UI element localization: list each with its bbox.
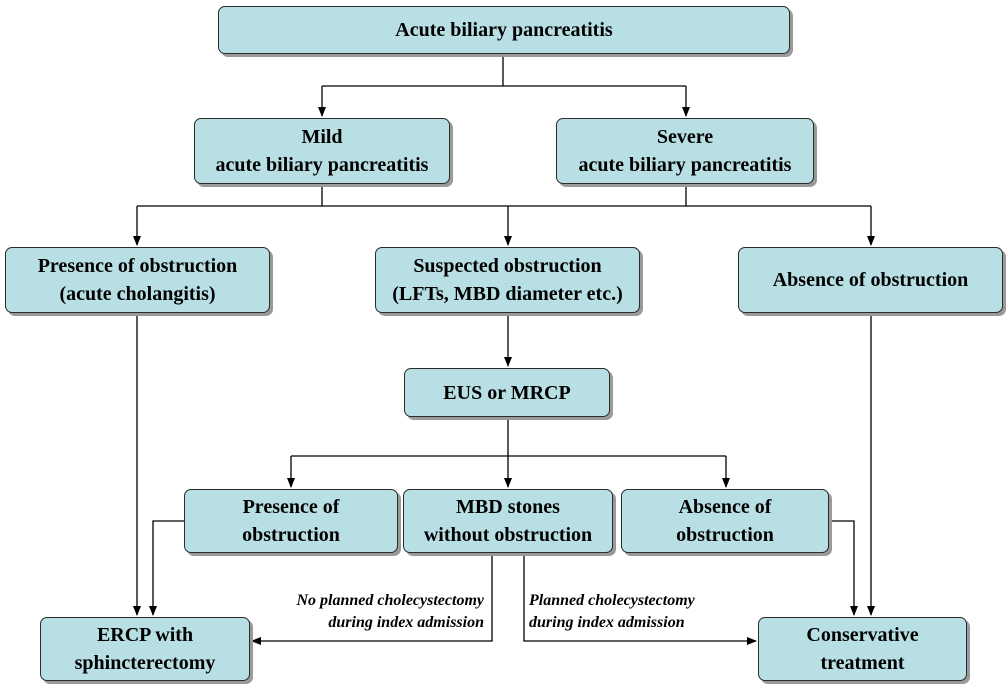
edge-root-split xyxy=(322,55,686,87)
node-line: MBD stones xyxy=(456,496,560,518)
edge-absence2-to-conservative xyxy=(829,520,858,616)
node-line: Suspected obstruction xyxy=(413,255,602,277)
node-line: acute biliary pancreatitis xyxy=(578,154,792,176)
node-line: Absence of xyxy=(678,496,772,518)
node-conservative-treatment: Conservative treatment xyxy=(758,617,967,681)
node-line: Acute biliary pancreatitis xyxy=(395,19,613,41)
node-line: (LFTs, MBD diameter etc.) xyxy=(392,283,623,305)
edge-severity-merge xyxy=(137,184,871,207)
node-line: Presence of xyxy=(242,496,340,518)
edge-mbd-no-planned-to-ercp xyxy=(251,553,493,645)
node-line: obstruction xyxy=(676,524,774,546)
edge-label-planned-cholecystectomy: Planned cholecystectomy during index adm… xyxy=(529,590,695,634)
edge-presence2-to-ercp xyxy=(149,520,184,616)
node-line: EUS or MRCP xyxy=(443,381,571,404)
edge-label-line: No planned cholecystectomy xyxy=(296,592,484,609)
node-line: (acute cholangitis) xyxy=(59,283,216,305)
node-line: sphincterectomy xyxy=(74,652,216,674)
node-eus-or-mrcp: EUS or MRCP xyxy=(404,368,610,417)
edge-eus-split xyxy=(291,417,726,457)
node-absence-of-obstruction: Absence of obstruction xyxy=(738,247,1003,313)
node-line: Absence of obstruction xyxy=(772,269,969,291)
edge-label-line: Planned cholecystectomy xyxy=(529,592,695,609)
node-line: Severe xyxy=(656,126,714,148)
edge-mbd-planned-to-conservative xyxy=(523,553,757,645)
node-ercp-with-sphincterectomy: ERCP with sphincterectomy xyxy=(40,617,250,681)
edge-label-line: during index admission xyxy=(328,614,484,631)
node-line: without obstruction xyxy=(423,524,593,546)
node-suspected-obstruction: Suspected obstruction (LFTs, MBD diamete… xyxy=(375,247,640,313)
node-line: Mild xyxy=(301,126,343,148)
node-line: ERCP with xyxy=(96,624,194,646)
edge-label-line: during index admission xyxy=(529,614,685,631)
node-presence-of-obstruction: Presence of obstruction (acute cholangit… xyxy=(5,247,270,313)
node-line: treatment xyxy=(820,652,905,674)
node-line: acute biliary pancreatitis xyxy=(215,154,429,176)
node-line: obstruction xyxy=(242,524,340,546)
node-mbd-stones: MBD stones without obstruction xyxy=(403,489,613,553)
node-presence-of-obstruction-2: Presence of obstruction xyxy=(184,489,398,553)
node-absence-of-obstruction-2: Absence of obstruction xyxy=(621,489,829,553)
node-line: Presence of obstruction xyxy=(37,255,238,277)
node-acute-biliary-pancreatitis: Acute biliary pancreatitis xyxy=(218,6,790,54)
node-severe: Severe acute biliary pancreatitis xyxy=(556,118,814,184)
node-line: Conservative xyxy=(806,624,919,646)
node-mild: Mild acute biliary pancreatitis xyxy=(194,118,450,184)
edge-label-no-planned-cholecystectomy: No planned cholecystectomy during index … xyxy=(296,590,484,634)
